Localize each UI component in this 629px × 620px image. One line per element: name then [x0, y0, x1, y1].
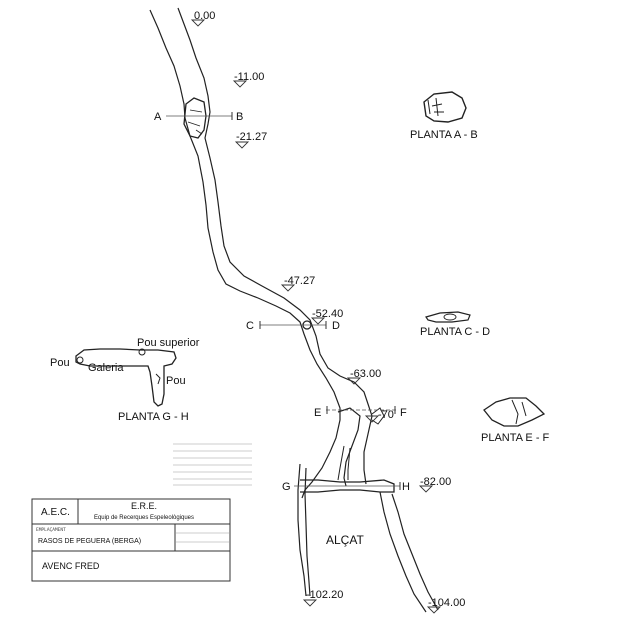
plan-g-h-pou-superior: Pou superior [137, 337, 200, 349]
plan-g-h-pou-left: Pou [50, 357, 70, 369]
pit-left [297, 463, 311, 597]
plan-g-h: Pou superior Pou Galeria Pou PLANTA G - … [50, 337, 200, 423]
depth-82: -82.00 [420, 476, 451, 488]
section-b: B [236, 111, 243, 123]
title-block: A.E.C. E.R.E. Equip de Recerques Espeleo… [31, 498, 231, 582]
pit-right [379, 491, 439, 613]
section-a: A [154, 111, 162, 123]
title-org-name: E.R.E. [131, 501, 157, 511]
survey-data-table [173, 443, 252, 486]
depth-52: -52.40 [312, 308, 343, 320]
depth-11: -11.00 [234, 71, 264, 83]
plan-e-f-title: PLANTA E - F [481, 432, 550, 444]
section-e: E [314, 407, 321, 419]
title-cave-name: AVENC FRED [42, 561, 100, 571]
section-f: F [400, 407, 407, 419]
gallery-g-h [300, 479, 395, 493]
plan-g-h-pou-right: Pou [166, 375, 186, 387]
depth-102: -102.20 [306, 589, 343, 601]
plan-c-d-outline [425, 311, 471, 323]
plan-a-b-title: PLANTA A - B [410, 129, 478, 141]
chamber-a-b [183, 97, 207, 139]
depth-21: -21.27 [236, 131, 267, 143]
plan-e-f: PLANTA E - F [481, 397, 550, 444]
title-location-caption: EMPLAÇAMENT [36, 527, 66, 533]
chamber-e-f [337, 407, 361, 487]
plan-g-h-title: PLANTA G - H [118, 411, 189, 423]
plan-a-b-outline [423, 91, 467, 123]
elevation-label: ALÇAT [326, 533, 364, 547]
depth-labels: 0.00 -11.00 -21.27 -47.27 -52.40 -63.00 … [194, 10, 465, 609]
shaft-left-wall [149, 9, 341, 499]
depth-47: -47.27 [284, 275, 315, 287]
title-org-short: A.E.C. [41, 507, 70, 518]
section-letters: A B C D E F G H [154, 111, 410, 493]
section-d: D [332, 320, 340, 332]
plan-g-h-galeria: Galeria [88, 362, 124, 374]
title-org-full: Equip de Recerques Espeleològiques [94, 515, 194, 521]
section-c: C [246, 320, 254, 332]
cave-elevation [149, 7, 439, 613]
depth-70: -70 [378, 409, 394, 421]
section-lines [166, 112, 401, 490]
depth-0: 0.00 [194, 10, 215, 22]
plan-g-h-outline [75, 348, 177, 407]
plan-c-d-title: PLANTA C - D [420, 326, 490, 338]
section-h: H [402, 481, 410, 493]
section-g: G [282, 481, 291, 493]
depth-63: -63.00 [350, 368, 381, 380]
depth-104: -104.00 [428, 597, 465, 609]
plan-a-b: PLANTA A - B [410, 91, 478, 141]
plan-c-d: PLANTA C - D [420, 311, 490, 338]
plan-e-f-outline [483, 397, 546, 427]
title-location: RASOS DE PEGUERA (BERGA) [38, 538, 141, 545]
depth-marker-symbols [190, 19, 442, 614]
shaft-right-wall [177, 7, 373, 485]
